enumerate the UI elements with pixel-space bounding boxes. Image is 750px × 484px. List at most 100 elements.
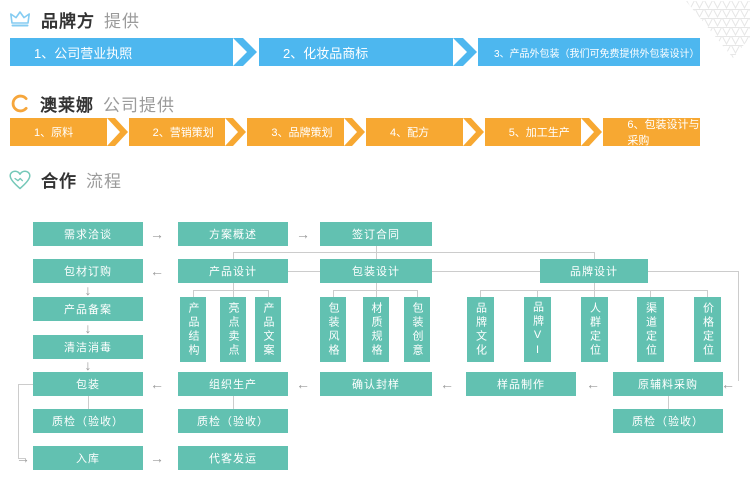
flow-box-channel-positioning: 渠道定位 [637, 297, 664, 362]
connector-line [376, 283, 377, 290]
banner-step-6: 6、包装设计与采购 [603, 118, 701, 147]
flow-box-packaging-order: 包材订购 [33, 259, 143, 283]
brand-steps-banner: 1、公司营业执照 2、化妆品商标 3、产品外包装（我们可免费提供外包装设计） [10, 38, 700, 66]
arrow-right-icon: → [150, 226, 164, 242]
connector-line [648, 271, 739, 272]
flow-box-material-purchase: 原辅料采购 [613, 372, 723, 396]
connector-line [594, 290, 595, 297]
flow-box-product-structure: 产品结构 [180, 297, 206, 362]
banner-step-2: 2、化妆品商标 [259, 38, 453, 66]
flow-box-brand-design: 品牌设计 [540, 259, 648, 283]
flow-box-cleaning-disinfection: 清洁消毒 [33, 335, 143, 359]
connector-line [537, 290, 538, 297]
chevron-right-icon [344, 118, 366, 146]
flow-box-sign-contract: 签订合同 [320, 222, 432, 246]
banner-step-1: 1、公司营业执照 [10, 38, 233, 66]
arrow-left-icon: ← [440, 376, 454, 392]
connector-line [738, 271, 739, 381]
arrow-down-icon: ↓ [84, 357, 92, 373]
flow-box-packing: 包装 [33, 372, 143, 396]
section-header-company: 澳莱娜 公司提供 [10, 91, 175, 116]
flow-box-qc-acceptance: 质检（验收） [33, 409, 143, 433]
flow-box-package-style: 包装风格 [320, 297, 346, 362]
connector-line [480, 290, 481, 297]
section-header-process: 合作 流程 [8, 167, 122, 192]
section-title-light: 公司提供 [103, 96, 175, 115]
flow-box-product-copy: 产品文案 [255, 297, 281, 362]
connector-line [333, 290, 334, 297]
arrow-right-icon: → [296, 226, 310, 242]
connector-line [333, 290, 417, 291]
flow-box-qc-acceptance: 质检（验收） [613, 409, 723, 433]
connector-line [233, 290, 234, 297]
connector-line [594, 252, 595, 259]
connector-line [18, 458, 26, 459]
connector-line [233, 252, 595, 253]
connector-line [233, 252, 234, 259]
connector-line [233, 396, 234, 409]
flow-box-proposal-overview: 方案概述 [178, 222, 288, 246]
connector-line [193, 290, 269, 291]
flow-box-confirm-sample: 确认封样 [320, 372, 432, 396]
section-title-bold: 品牌方 [41, 12, 95, 31]
section-title-bold: 合作 [41, 172, 77, 191]
arrow-down-icon: ↓ [84, 282, 92, 298]
flow-box-brand-culture: 品牌文化 [467, 297, 494, 362]
flow-box-package-design: 包装设计 [320, 259, 432, 283]
arrow-right-icon: → [150, 450, 164, 466]
flow-box-brand-vi: 品牌VI [524, 297, 551, 362]
connector-line [88, 396, 89, 409]
flow-box-warehousing: 入库 [33, 446, 143, 470]
connector-line [376, 290, 377, 297]
arrow-down-icon: ↓ [84, 320, 92, 336]
connector-line [288, 271, 320, 272]
flow-box-sample-making: 样品制作 [466, 372, 576, 396]
flow-box-product-design: 产品设计 [178, 259, 288, 283]
chevron-right-icon [106, 118, 128, 146]
flow-box-qc-acceptance: 质检（验收） [178, 409, 288, 433]
banner-step-2: 2、营销策划 [128, 118, 226, 146]
arrow-left-icon: ← [296, 376, 310, 392]
section-title-bold: 澳莱娜 [40, 96, 94, 115]
crown-icon [8, 9, 32, 30]
connector-line [193, 290, 194, 297]
connector-line [18, 384, 33, 385]
connector-line [650, 290, 651, 297]
banner-step-5: 5、加工生产 [484, 118, 582, 146]
company-steps-banner: 1、原料 2、营销策划 3、品牌策划 4、配方 5、加工生产 6、包装设计与采购 [10, 118, 701, 147]
flow-box-package-creative: 包装创意 [404, 297, 430, 362]
chevron-right-icon [462, 118, 484, 146]
connector-line [707, 290, 708, 297]
flow-box-product-record: 产品备案 [33, 297, 143, 321]
section-title-light: 提供 [104, 12, 140, 31]
flow-box-ship-for-client: 代客发运 [178, 446, 288, 470]
heart-handshake-icon [8, 169, 32, 191]
ring-icon [10, 93, 31, 114]
connector-line [233, 283, 234, 290]
banner-step-4: 4、配方 [366, 118, 463, 146]
chevron-right-icon [225, 118, 247, 146]
section-header-brand: 品牌方 提供 [8, 7, 140, 32]
connector-line [594, 283, 595, 290]
chevron-right-icon [581, 118, 603, 146]
flow-box-selling-points: 亮点卖点 [220, 297, 246, 362]
flow-box-price-positioning: 价格定位 [694, 297, 721, 362]
arrow-left-icon: ← [150, 263, 164, 279]
connector-line [432, 271, 540, 272]
arrow-left-icon: ← [721, 376, 735, 392]
banner-step-3: 3、品牌策划 [247, 118, 345, 146]
connector-line [18, 384, 19, 458]
flow-box-demand-negotiation: 需求洽谈 [33, 222, 143, 246]
chevron-right-icon [453, 38, 477, 66]
chevron-right-icon [233, 38, 257, 66]
arrow-right-icon: → [16, 450, 30, 466]
arrow-left-icon: ← [586, 376, 600, 392]
banner-step-1: 1、原料 [10, 118, 107, 146]
banner-step-3: 3、产品外包装（我们可免费提供外包装设计） [478, 38, 700, 66]
connector-line [268, 290, 269, 297]
flow-box-organize-production: 组织生产 [178, 372, 288, 396]
flow-box-audience-positioning: 人群定位 [581, 297, 608, 362]
flow-box-material-spec: 材质规格 [363, 297, 389, 362]
section-title-light: 流程 [86, 172, 122, 191]
triangle-pattern-decoration [686, 1, 750, 58]
